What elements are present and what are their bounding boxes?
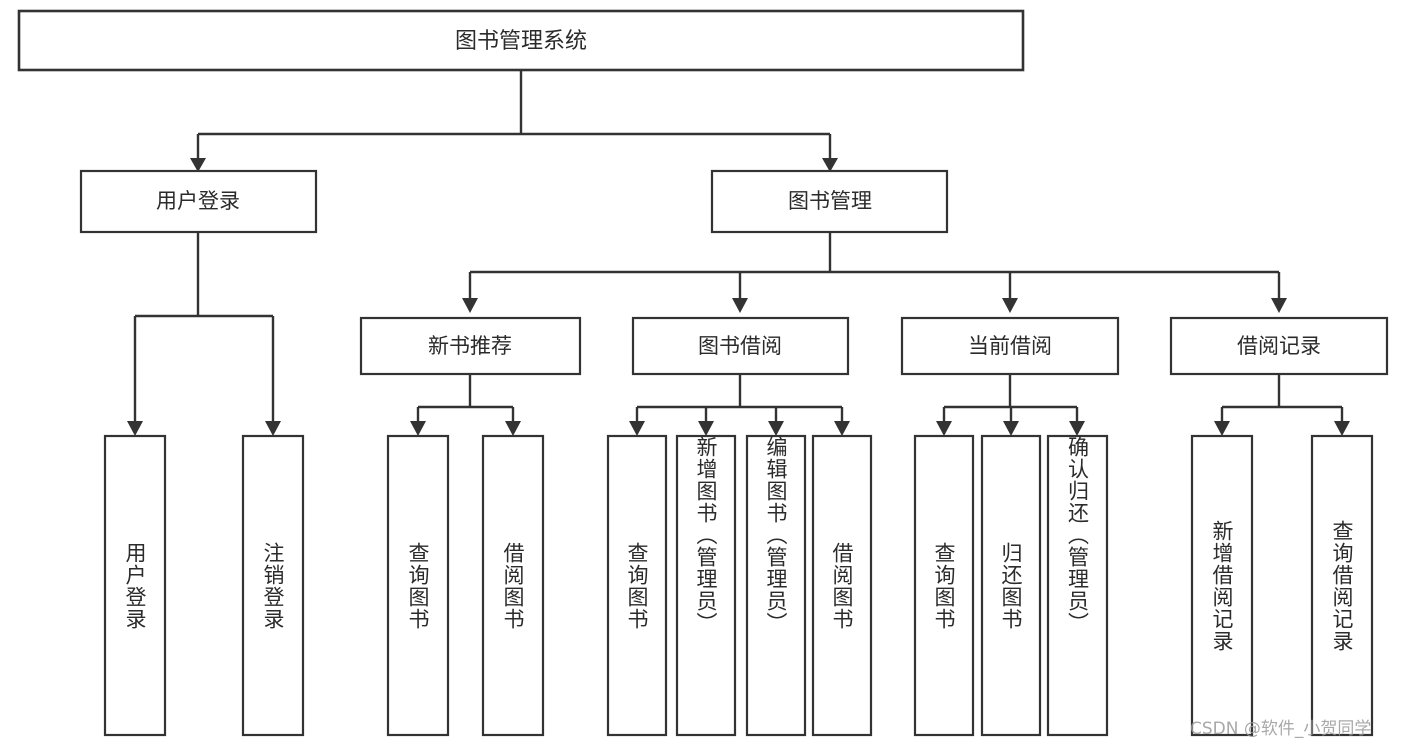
node-root[interactable]: 图书管理系统 xyxy=(17,9,1025,72)
leaf-box-add-record xyxy=(1190,434,1254,737)
node-borrow-record[interactable]: 借阅记录 xyxy=(1169,316,1389,376)
node-user-login[interactable]: 用户登录 xyxy=(79,169,318,234)
leaf-box-borrow-book-1 xyxy=(481,434,545,737)
node-current-borrow[interactable]: 当前借阅 xyxy=(900,316,1120,376)
leaf-box-edit-book xyxy=(745,434,807,737)
node-root-label: 图书管理系统 xyxy=(455,29,587,54)
node-book-manage[interactable]: 图书管理 xyxy=(710,169,949,234)
node-new-book-recommend[interactable]: 新书推荐 xyxy=(359,316,582,376)
node-new-book-recommend-label: 新书推荐 xyxy=(428,334,512,358)
node-user-login-label: 用户登录 xyxy=(156,189,240,213)
connector-new-book-recommend-to-leaves xyxy=(410,374,521,436)
connector-book-borrow-to-leaves xyxy=(629,374,850,436)
node-book-borrow-label: 图书借阅 xyxy=(698,334,782,358)
node-borrow-record-label: 借阅记录 xyxy=(1237,334,1321,358)
leaf-boxes xyxy=(103,434,1374,737)
leaf-box-return-book xyxy=(980,434,1042,737)
connector-borrow-record-to-leaves xyxy=(1214,374,1350,436)
leaf-box-logout xyxy=(241,434,305,737)
leaf-box-add-book xyxy=(675,434,737,737)
node-book-borrow[interactable]: 图书借阅 xyxy=(631,316,850,376)
leaf-box-borrow-book-2 xyxy=(811,434,873,737)
leaf-box-user-login xyxy=(103,434,167,737)
connector-book-manage-to-level3 xyxy=(462,232,1287,313)
connector-user-login-to-leaves xyxy=(127,232,281,436)
leaf-box-query-record xyxy=(1310,434,1374,737)
node-book-manage-label: 图书管理 xyxy=(788,189,872,213)
leaf-box-query-book-3 xyxy=(913,434,975,737)
node-current-borrow-label: 当前借阅 xyxy=(968,334,1052,358)
connector-root-to-level2 xyxy=(190,70,838,172)
leaf-box-confirm-return xyxy=(1046,434,1109,737)
leaf-box-query-book-1 xyxy=(386,434,450,737)
connector-current-borrow-to-leaves xyxy=(936,374,1085,436)
leaf-box-query-book-2 xyxy=(606,434,668,737)
